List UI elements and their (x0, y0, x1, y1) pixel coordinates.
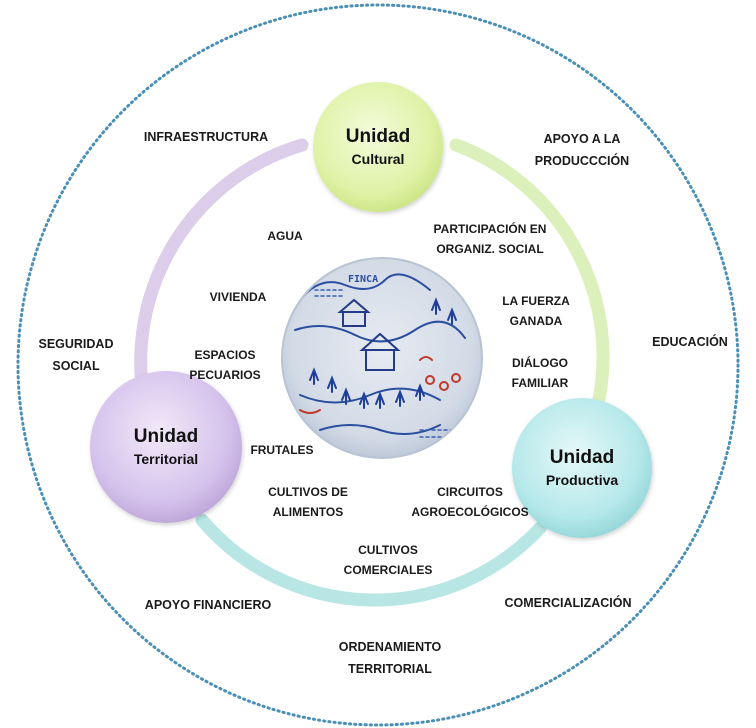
label-apoyo-financiero-text: APOYO FINANCIERO (144, 598, 272, 612)
label-cultivos-alimentos-line2: ALIMENTOS (272, 505, 344, 519)
unit-territorial-circle (90, 371, 242, 523)
label-circuitos-line2: AGROECOLÓGICOS (411, 505, 529, 519)
unit-productiva-subtitle: Productiva (545, 472, 619, 488)
label-educacion: EDUCACIÓN (640, 331, 740, 353)
label-seguridad-line1: SEGURIDAD (38, 337, 114, 351)
label-espacios-line1: ESPACIOS (194, 348, 256, 362)
unit-territorial: Unidad Territorial (90, 372, 242, 522)
label-dialogo-line2: FAMILIAR (511, 376, 569, 390)
label-participacion-line1: PARTICIPACIÓN EN (433, 222, 547, 236)
unit-productiva-title: Unidad (549, 447, 615, 468)
label-dialogo-line1: DIÁLOGO (512, 356, 568, 370)
label-cultivos-comerciales-line2: COMERCIALES (343, 563, 433, 577)
label-infraestructura: INFRAESTRUCTURA (126, 126, 286, 148)
label-agua: AGUA (255, 226, 315, 246)
center-farm-photo: FINCA (281, 257, 483, 459)
unit-territorial-title: Unidad (133, 426, 199, 447)
label-cultivos-alimentos-line1: CULTIVOS DE (268, 485, 348, 499)
label-circuitos-line1: CIRCUITOS (437, 485, 503, 499)
label-vivienda-text: VIVIENDA (209, 290, 267, 304)
label-fuerza-line2: GANADA (509, 314, 563, 328)
outer-dotted-circle (16, 3, 740, 727)
label-espacios-line2: PECUARIOS (189, 368, 261, 382)
unit-cultural-subtitle: Cultural (351, 151, 405, 167)
unit-cultural-circle (313, 82, 443, 212)
label-espacios-pecuarios: ESPACIOS PECUARIOS (180, 345, 270, 385)
label-apoyo-produccion-line2: PRODUCCCIÓN (534, 154, 630, 168)
label-comercializacion: COMERCIALIZACIÓN (488, 592, 648, 614)
label-ordenamiento-line2: TERRITORIAL (348, 662, 432, 676)
unit-territorial-subtitle: Territorial (133, 451, 199, 467)
label-participacion: PARTICIPACIÓN EN ORGANIZ. SOCIAL (425, 219, 555, 259)
label-apoyo-financiero: APOYO FINANCIERO (126, 594, 290, 616)
label-fuerza-ganada: LA FUERZA GANADA (496, 291, 576, 331)
label-frutales-text: FRUTALES (250, 443, 314, 457)
label-agua-text: AGUA (267, 229, 303, 243)
label-apoyo-produccion-line1: APOYO A LA (543, 132, 621, 146)
label-ordenamiento-territorial: ORDENAMIENTO TERRITORIAL (320, 636, 460, 680)
label-seguridad-line2: SOCIAL (52, 359, 100, 373)
ring-arc-green (449, 138, 610, 427)
label-apoyo-produccion: APOYO A LA PRODUCCCIÓN (512, 128, 652, 172)
label-cultivos-alimentos: CULTIVOS DE ALIMENTOS (258, 482, 358, 522)
unit-cultural-title: Unidad (345, 126, 411, 147)
unit-productiva-circle (512, 398, 652, 538)
ring-arc-teal (195, 513, 547, 607)
label-participacion-line2: ORGANIZ. SOCIAL (436, 242, 544, 256)
label-infraestructura-text: INFRAESTRUCTURA (143, 130, 269, 144)
photo-caption: FINCA (348, 274, 378, 285)
unit-cultural: Unidad Cultural (313, 82, 443, 212)
label-comercializacion-text: COMERCIALIZACIÓN (504, 596, 632, 610)
label-dialogo-familiar: DIÁLOGO FAMILIAR (500, 353, 580, 393)
label-ordenamiento-line1: ORDENAMIENTO (338, 640, 442, 654)
label-frutales: FRUTALES (244, 440, 320, 460)
label-fuerza-line1: LA FUERZA (502, 294, 570, 308)
label-circuitos-agroecologicos: CIRCUITOS AGROECOLÓGICOS (410, 482, 530, 522)
label-cultivos-comerciales: CULTIVOS COMERCIALES (338, 540, 438, 580)
label-vivienda: VIVIENDA (193, 287, 283, 307)
label-educacion-text: EDUCACIÓN (652, 335, 728, 349)
label-seguridad-social: SEGURIDAD SOCIAL (28, 333, 124, 377)
unit-productiva: Unidad Productiva (512, 398, 652, 538)
label-cultivos-comerciales-line1: CULTIVOS (358, 543, 418, 557)
